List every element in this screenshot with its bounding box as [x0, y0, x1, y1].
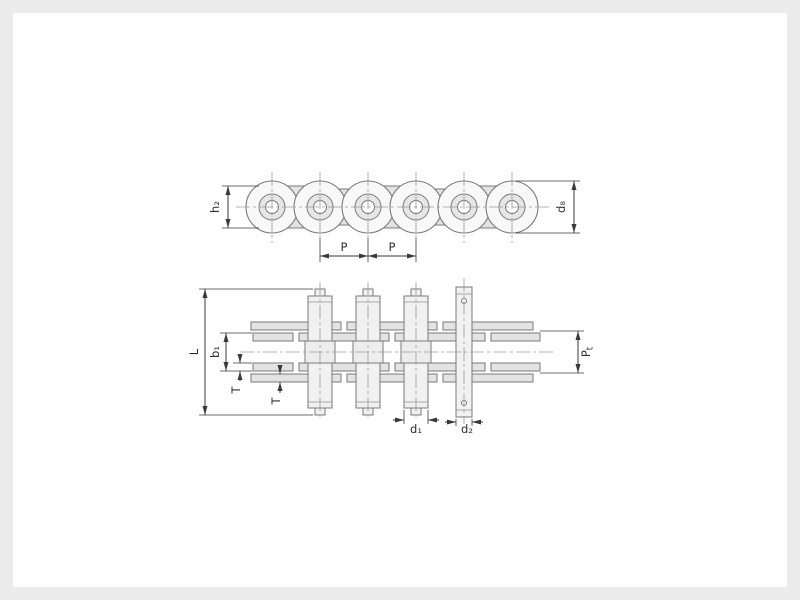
inner-plate-edge: [394, 332, 486, 342]
outer-plate-edge: [442, 373, 534, 383]
inner-plate-edge: [298, 362, 390, 372]
dim-label-t-inner: T: [229, 386, 243, 395]
dimension-T-outer: T: [269, 365, 283, 406]
pt-main: P: [579, 350, 593, 357]
dimension-Pt: Pt: [540, 330, 596, 374]
dim-label-b1: b₁: [208, 346, 222, 358]
pt-sub: t: [586, 346, 596, 350]
plan-view: L b₁ T T Pt: [187, 278, 596, 436]
dim-label-d1: d₁: [410, 422, 422, 436]
dimension-d1: d₁: [393, 410, 439, 436]
inner-plate-edge: [252, 332, 294, 342]
outer-plate-edge: [442, 321, 534, 331]
dim-label-L: L: [187, 348, 201, 355]
dimension-d8: d₈: [516, 180, 580, 234]
outer-plate-edge: [250, 321, 342, 331]
outer-plate-edge: [346, 321, 438, 331]
dimension-T-inner: T: [229, 354, 252, 395]
dimension-b1: b₁: [208, 332, 252, 372]
dim-label-h2: h₂: [208, 201, 222, 213]
inner-plate-edge: [490, 362, 541, 372]
side-view: h₂ d₈ P P: [208, 172, 580, 262]
dim-label-pt: Pt: [579, 346, 596, 357]
center-lines: [236, 172, 549, 243]
dimension-pitch: P P: [319, 238, 417, 262]
inner-plate-edge: [394, 362, 486, 372]
dim-label-p-1: P: [341, 240, 348, 254]
inner-plate-edge: [298, 332, 390, 342]
inner-plate-edge: [490, 332, 541, 342]
dim-label-d2: d₂: [461, 422, 473, 436]
dim-label-t-outer: T: [269, 397, 283, 406]
dimension-d2: d₂: [445, 419, 483, 436]
plate-rows: [250, 321, 541, 383]
dimension-h2: h₂: [208, 185, 259, 229]
outer-plate-edge: [250, 373, 342, 383]
center-lines: [240, 278, 556, 424]
outer-plate-edge: [346, 373, 438, 383]
dimension-L: L: [187, 288, 313, 416]
dim-label-d8: d₈: [554, 201, 568, 213]
inner-plate-edge: [252, 362, 294, 372]
drawing-sheet: [13, 13, 787, 587]
dim-label-p-2: P: [389, 240, 396, 254]
